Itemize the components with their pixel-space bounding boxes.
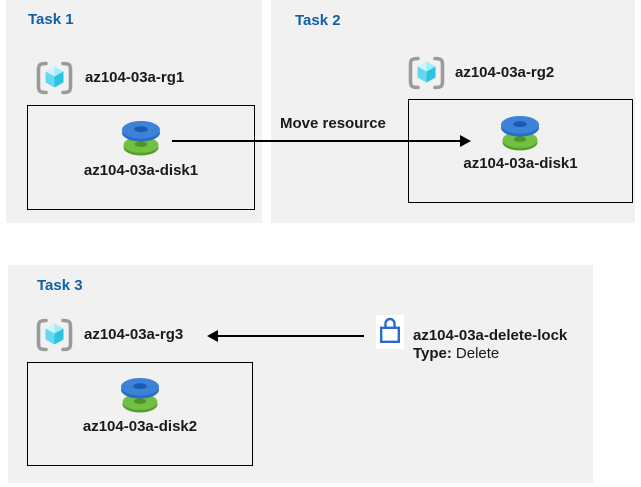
rg3-label: az104-03a-rg3: [84, 326, 184, 343]
rg2-label: az104-03a-rg2: [455, 64, 555, 81]
task2-panel: [271, 0, 635, 223]
resource-group-icon: [33, 60, 76, 96]
arrowhead-left-icon: [207, 330, 218, 342]
delete-lock-type: Type:Delete: [413, 345, 499, 362]
lock-icon: [379, 316, 401, 349]
lock-type-label: Type:: [413, 345, 452, 362]
task3-panel: [8, 265, 593, 483]
delete-lock-name: az104-03a-delete-lock: [413, 327, 568, 344]
disk1-label-task1: az104-03a-disk1: [83, 162, 199, 179]
lock-tile: [376, 315, 404, 349]
disk-icon: [118, 116, 164, 158]
task1-title: Task 1: [28, 11, 74, 28]
arrow-shaft: [172, 140, 462, 142]
disk-icon: [117, 373, 163, 415]
disk2-label-task3: az104-03a-disk2: [82, 418, 198, 435]
disk2-box-task3: [27, 362, 253, 466]
disk1-box-task2: [408, 99, 633, 203]
task2-title: Task 2: [295, 12, 341, 29]
move-resource-label: Move resource: [280, 115, 386, 132]
lock-type-value: Delete: [455, 345, 500, 362]
task3-title: Task 3: [37, 277, 83, 294]
delete-lock-arrow: [207, 330, 364, 343]
disk-icon: [497, 111, 543, 153]
rg1-label: az104-03a-rg1: [85, 69, 185, 86]
resource-group-icon: [405, 55, 448, 91]
arrowhead-right-icon: [460, 135, 471, 147]
move-resource-arrow: [172, 135, 471, 148]
task1-panel: [6, 0, 262, 223]
disk1-label-task2: az104-03a-disk1: [463, 155, 578, 172]
disk1-box-task1: [27, 105, 255, 210]
arrow-shaft: [216, 335, 364, 337]
resource-group-icon: [33, 317, 76, 353]
